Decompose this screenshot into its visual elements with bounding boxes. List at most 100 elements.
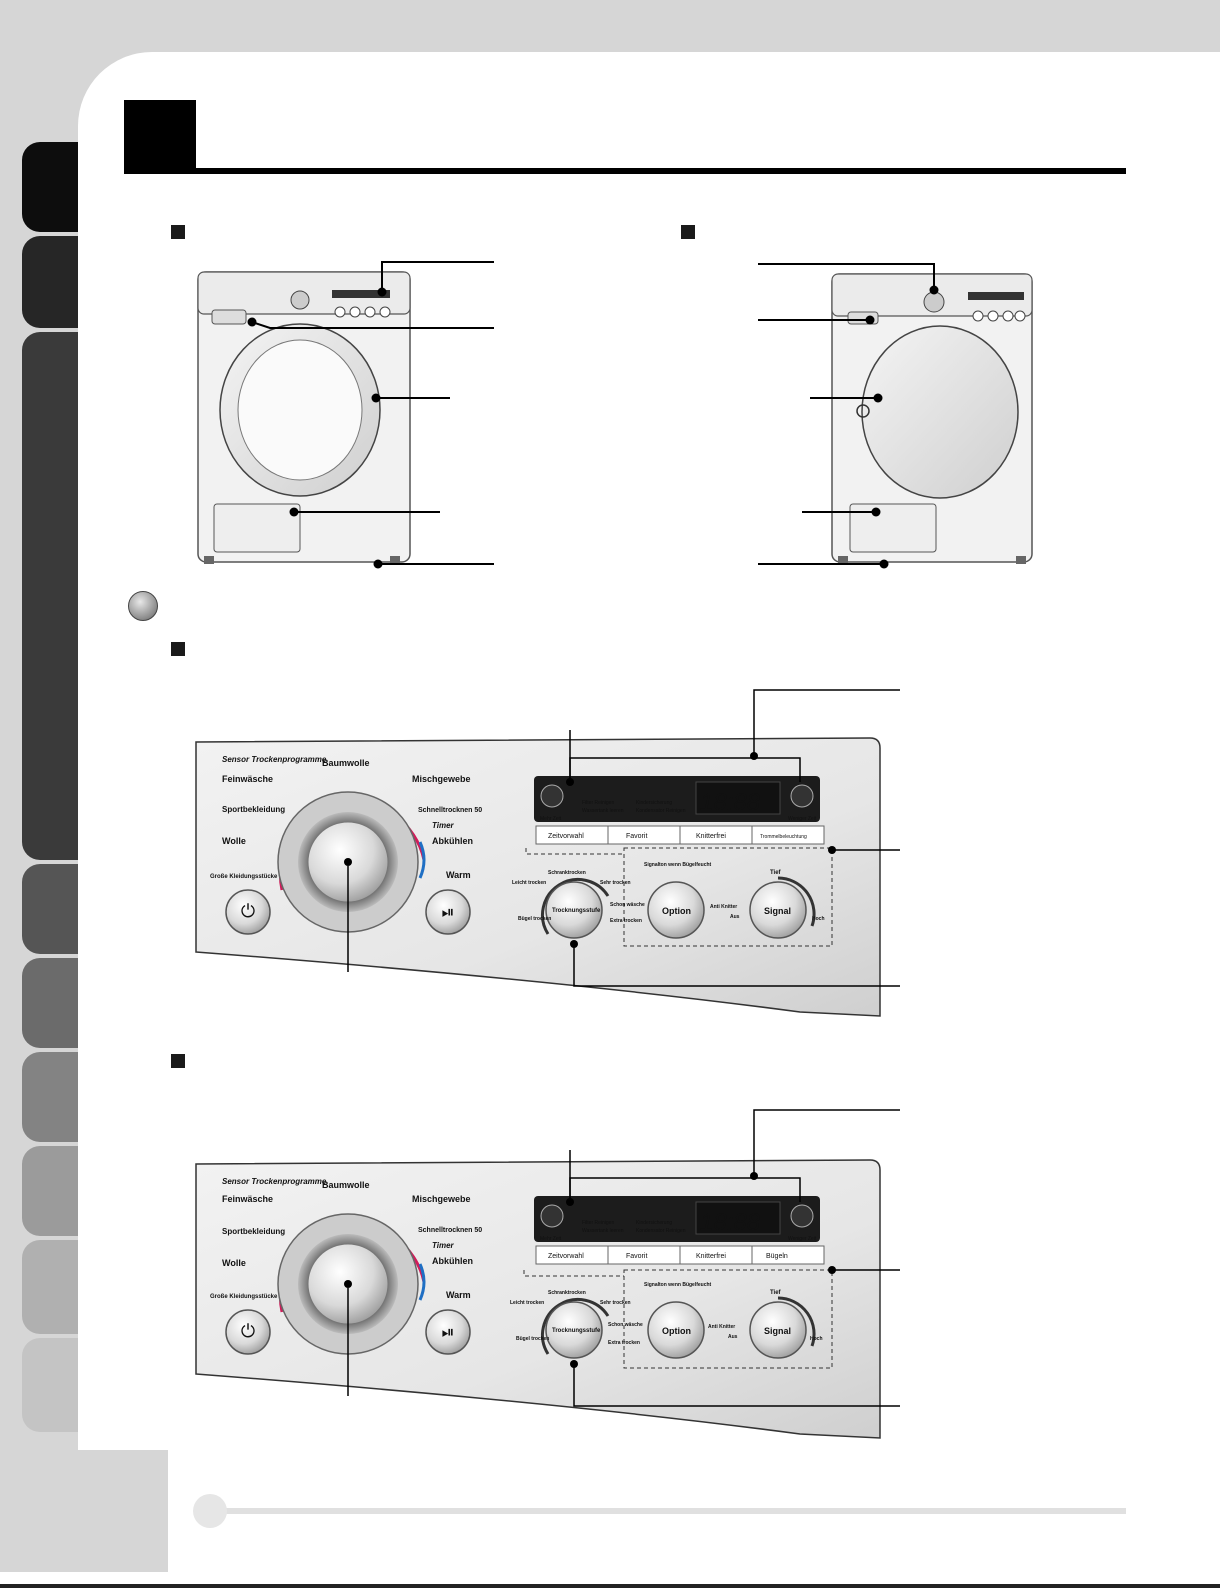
display-condenser: Kondensator Reinigen (636, 808, 686, 814)
program-abkuehlen[interactable]: Abkühlen (432, 1256, 473, 1266)
option-button[interactable]: Option (662, 1326, 691, 1336)
subsection-marker-a (171, 225, 185, 239)
page-sheet-bottom (168, 1460, 1220, 1588)
program-grosse-kleidungsstuecke[interactable]: Große Kleidungsstücke (210, 1294, 278, 1300)
option-buegeln[interactable]: Bügeln (766, 1253, 788, 1260)
program-grosse-kleidungsstuecke[interactable]: Große Kleidungsstücke (210, 874, 278, 880)
signal-tief: Tief (770, 1290, 782, 1296)
program-mischgewebe[interactable]: Mischgewebe (412, 774, 471, 784)
program-mischgewebe[interactable]: Mischgewebe (412, 1194, 471, 1204)
program-schnelltrocknen-50[interactable]: Schnelltrocknen 50 (418, 1227, 482, 1234)
display-tank: Wassertank leeren (582, 808, 624, 814)
dryness-sehr: Sehr trocken (600, 880, 631, 886)
dryness-buegel: Bügel trocken (516, 1336, 549, 1342)
chapter-tab-5[interactable] (22, 958, 78, 1048)
dryness-leicht: Leicht trocken (512, 880, 546, 886)
display-childlock: Kindersicherung (636, 800, 672, 806)
power-button[interactable]: ⏻ (238, 900, 258, 924)
program-feinwaesche[interactable]: Feinwäsche (222, 774, 273, 784)
program-warm[interactable]: Warm (446, 870, 471, 880)
display-filter: Filter Reinigen (582, 1220, 614, 1226)
program-abkuehlen[interactable]: Abkühlen (432, 836, 473, 846)
option-aus: Aus (730, 914, 740, 920)
signal-tief: Tief (770, 870, 782, 876)
display-filter: Filter Reinigen (582, 800, 614, 806)
display-condenser: Kondensator Reinigen (636, 1228, 686, 1234)
display-childlock: Kindersicherung (636, 1220, 672, 1226)
chapter-tab-7[interactable] (22, 1146, 78, 1236)
option-anti-knitter: Anti Knitter (710, 904, 737, 910)
program-feinwaesche[interactable]: Feinwäsche (222, 1194, 273, 1204)
signal-hoch: Hoch (810, 1336, 823, 1342)
dryness-schranktrocken: Schranktrocken (548, 1290, 586, 1296)
option-top-label: Signalton wenn Bügelfeucht (644, 1282, 712, 1288)
chapter-tab-4[interactable] (22, 864, 78, 954)
option-zeitvorwahl[interactable]: Zeitvorwahl (548, 833, 584, 840)
trocknungsstufe-button[interactable]: Trocknungsstufe (552, 908, 601, 914)
option-trommelbeleuchtung[interactable]: Trommelbeleuchtung (760, 834, 807, 840)
program-baumwolle[interactable]: Baumwolle (322, 1180, 370, 1190)
subsection-marker-c (171, 642, 185, 656)
program-warm[interactable]: Warm (446, 1290, 471, 1300)
dryness-schon: Schon wäsche (610, 902, 645, 908)
display-time: 18:88 (700, 1209, 761, 1236)
program-wolle[interactable]: Wolle (222, 1258, 246, 1268)
option-button[interactable]: Option (662, 906, 691, 916)
subsection-marker-d (171, 1054, 185, 1068)
option-top-label: Signalton wenn Bügelfeucht (644, 862, 712, 868)
power-icon: ⏻ (240, 1321, 256, 1342)
callouts-dryer-b (758, 263, 935, 565)
chapter-tab-8[interactable] (22, 1240, 78, 1334)
chapter-tab-9[interactable] (22, 1338, 78, 1432)
mehr-zeit-button[interactable]: Mehr Zeit (540, 1236, 562, 1242)
program-baumwolle[interactable]: Baumwolle (322, 758, 370, 768)
timer-label: Timer (432, 821, 455, 830)
dryness-buegel: Bügel trocken (518, 916, 551, 922)
weniger-zeit-button[interactable]: Weniger Zeit (788, 816, 817, 822)
chapter-tab-1[interactable] (22, 142, 78, 232)
dryness-extra: Extra trocken (610, 918, 642, 924)
play-pause-icon: ⏯ (441, 902, 455, 921)
section-bullet (128, 591, 158, 621)
option-knitterfrei[interactable]: Knitterfrei (696, 1253, 726, 1260)
weniger-zeit-button[interactable]: Weniger Zeit (788, 1236, 817, 1242)
start-pause-button[interactable]: ⏯ (436, 1320, 460, 1344)
footer-rule (210, 1508, 1126, 1514)
chapter-tab-3[interactable] (22, 332, 78, 860)
chapter-tab-6[interactable] (22, 1052, 78, 1142)
option-knitterfrei[interactable]: Knitterfrei (696, 833, 726, 840)
dryness-schon: Schon wäsche (608, 1322, 643, 1328)
chapter-tab-2[interactable] (22, 236, 78, 328)
power-button[interactable]: ⏻ (238, 1320, 258, 1344)
signal-button[interactable]: Signal (764, 906, 791, 916)
dryness-extra: Extra trocken (608, 1340, 640, 1346)
timer-label: Timer (432, 1241, 455, 1250)
program-schnelltrocknen-50[interactable]: Schnelltrocknen 50 (418, 807, 482, 814)
option-aus: Aus (728, 1334, 738, 1340)
subsection-marker-b (681, 225, 695, 239)
program-wolle[interactable]: Wolle (222, 836, 246, 846)
dryer-a (197, 271, 411, 564)
display-tank: Wassertank leeren (582, 1228, 624, 1234)
signal-button[interactable]: Signal (764, 1326, 791, 1336)
page-margin (78, 1450, 168, 1588)
option-zeitvorwahl[interactable]: Zeitvorwahl (548, 1253, 584, 1260)
dryness-sehr: Sehr trocken (600, 1300, 631, 1306)
program-sportbekleidung[interactable]: Sportbekleidung (222, 805, 285, 814)
mehr-zeit-button[interactable]: Mehr Zeit (540, 816, 562, 822)
dryness-leicht: Leicht trocken (510, 1300, 544, 1306)
start-pause-button[interactable]: ⏯ (436, 900, 460, 924)
play-pause-icon: ⏯ (441, 1322, 455, 1341)
callouts-dryer-a (251, 261, 494, 565)
option-favorit[interactable]: Favorit (626, 833, 647, 840)
option-favorit[interactable]: Favorit (626, 1253, 647, 1260)
display-time: 18:88 (700, 789, 761, 816)
section-title-marker (124, 100, 196, 172)
program-sportbekleidung[interactable]: Sportbekleidung (222, 1227, 285, 1236)
trocknungsstufe-button[interactable]: Trocknungsstufe (552, 1328, 601, 1334)
sensor-programs-label: Sensor Trockenprogramme (222, 1177, 327, 1186)
